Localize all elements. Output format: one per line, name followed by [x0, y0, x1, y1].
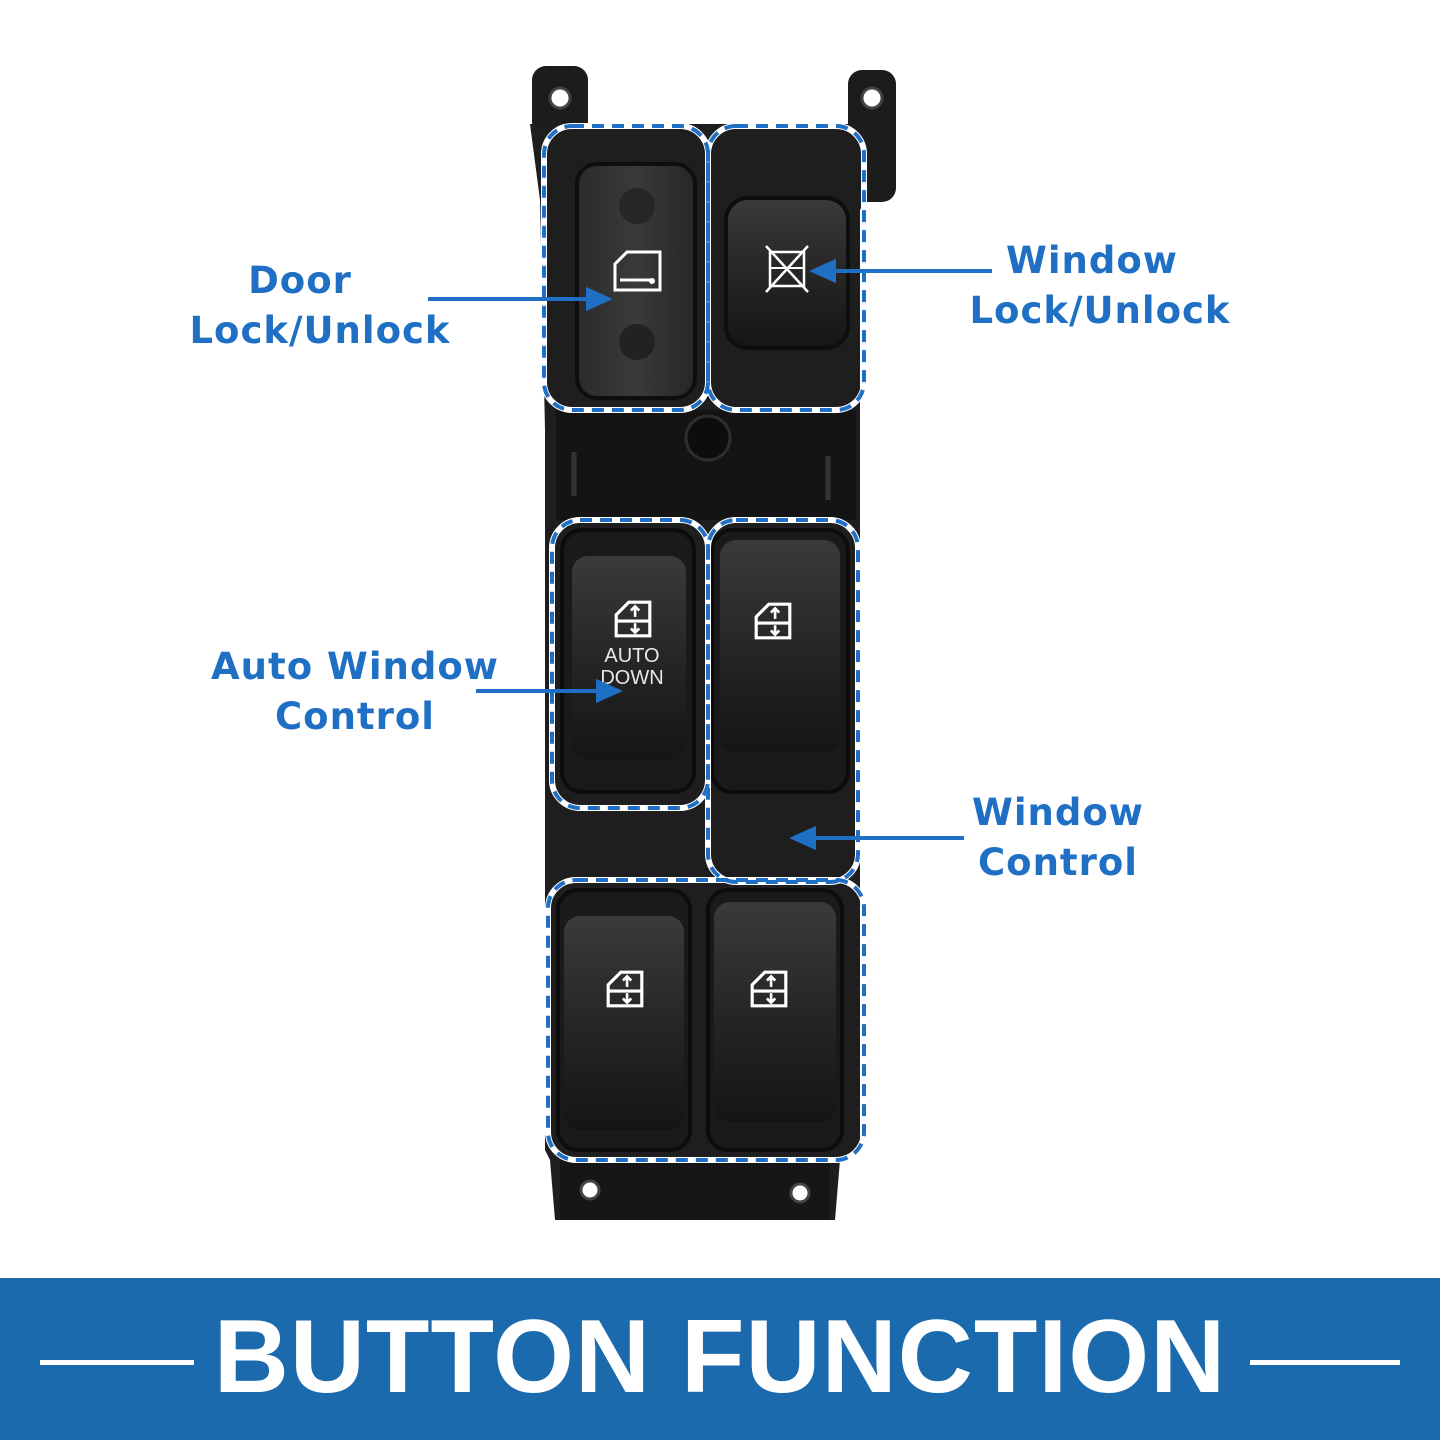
callout-auto-window: Auto Window Control [200, 642, 510, 742]
switch-panel-illustration: AUTO DOWN [428, 66, 992, 1220]
title-banner [0, 1278, 1440, 1440]
callout-door-lock-line1: Door [248, 259, 352, 302]
callout-arrows [428, 258, 992, 851]
mounting-tab-top-left [532, 66, 588, 136]
callout-door-lock: Door Lock/Unlock [180, 256, 460, 356]
callout-door-lock-line2: Lock/Unlock [189, 309, 451, 352]
rear-left-window-switch [556, 888, 692, 1152]
front-passenger-window-switch [710, 528, 850, 794]
door-lock-icon [613, 250, 662, 292]
callout-window-lock-line2: Lock/Unlock [969, 289, 1231, 332]
auto-label: AUTO [604, 645, 659, 667]
callout-auto-window-line2: Control [275, 695, 435, 738]
callout-window-lock-line1: Window [1006, 239, 1178, 282]
callout-window-control-line1: Window [972, 791, 1144, 834]
down-label: DOWN [600, 667, 663, 689]
callout-auto-window-line1: Auto Window [211, 645, 499, 688]
banner-rule-right [1250, 1360, 1400, 1365]
highlight-frames [542, 124, 866, 1162]
callout-window-control: Window Control [940, 788, 1176, 888]
callout-window-lock: Window Lock/Unlock [960, 236, 1240, 336]
callout-window-control-line2: Control [978, 841, 1138, 884]
banner-title: BUTTON FUNCTION [213, 1299, 1227, 1415]
driver-auto-window-switch: AUTO DOWN [560, 528, 696, 794]
window-lock-icon [765, 245, 809, 293]
window-lock-switch [724, 196, 850, 350]
door-lock-switch [575, 162, 697, 400]
banner-rule-left [40, 1360, 194, 1365]
rear-right-window-switch [706, 888, 844, 1152]
